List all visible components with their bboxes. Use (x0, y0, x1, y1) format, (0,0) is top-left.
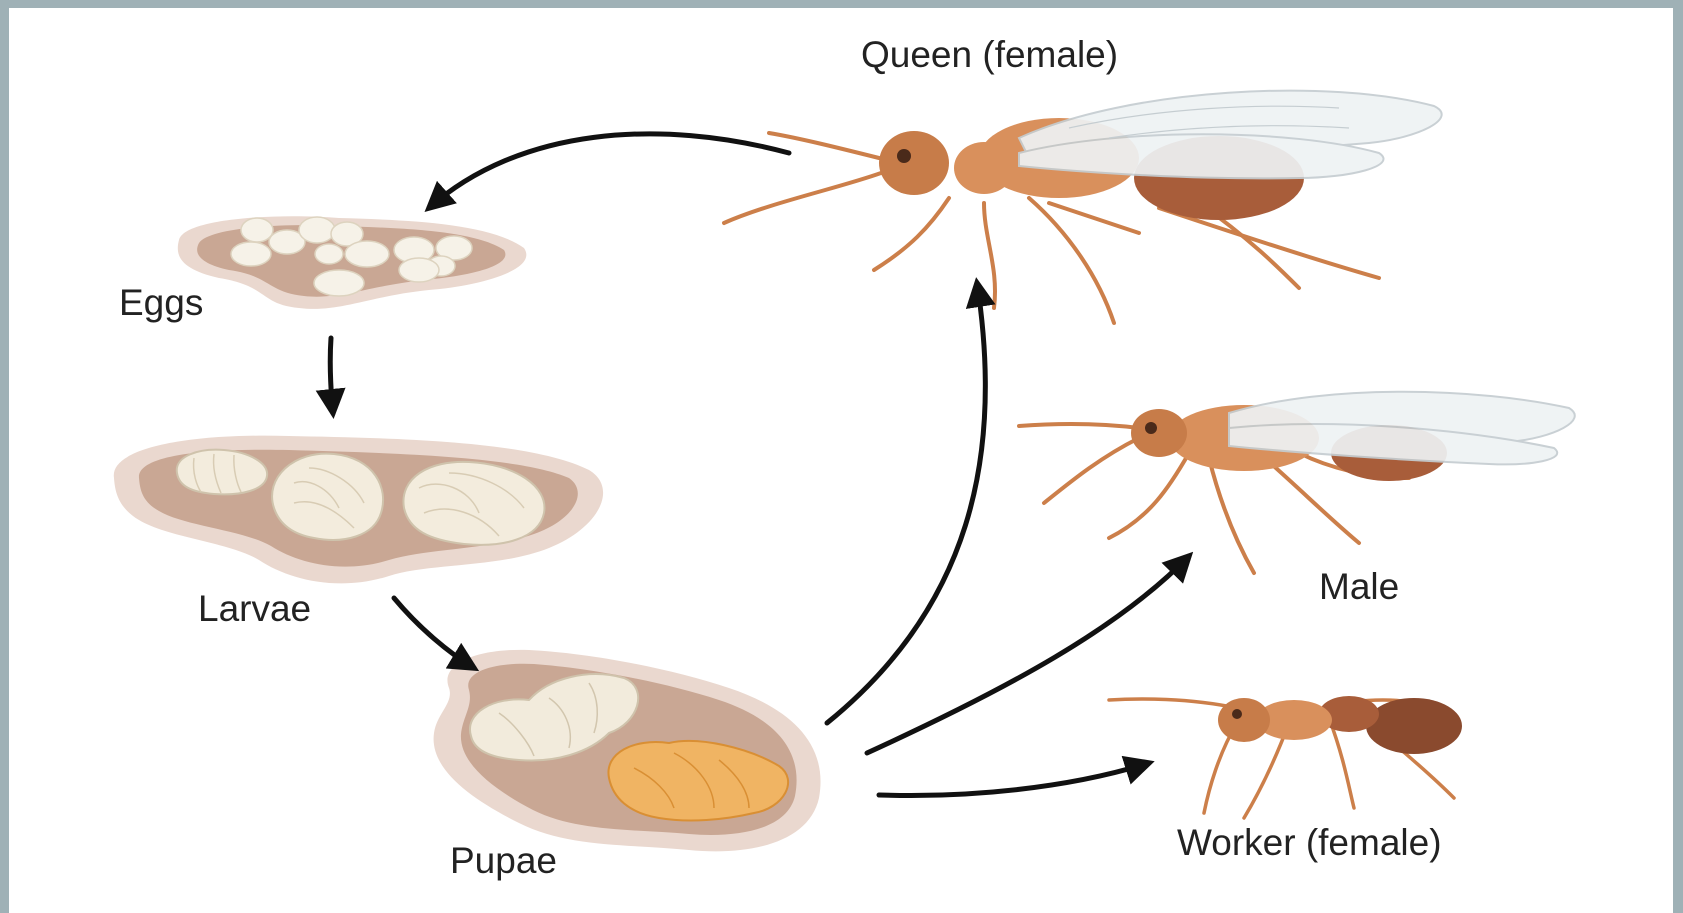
label-eggs: Eggs (119, 284, 203, 321)
arrow-queen-to-eggs (429, 134, 789, 208)
arrow-pupae-to-queen (827, 283, 985, 723)
arrow-larvae-to-pupae (394, 598, 474, 668)
label-pupae: Pupae (450, 842, 557, 879)
arrow-pupae-to-worker (879, 763, 1149, 796)
label-queen: Queen (female) (861, 36, 1118, 73)
male-ant-icon (1019, 392, 1575, 573)
larvae-icon (114, 436, 603, 584)
diagram-frame: Queen (female) Eggs Larvae Pupae Male Wo… (9, 8, 1673, 913)
pupae-icon (434, 650, 821, 852)
label-male: Male (1319, 568, 1399, 605)
label-worker: Worker (female) (1177, 824, 1442, 861)
worker-ant-icon (1109, 696, 1462, 818)
arrow-pupae-to-male (867, 556, 1189, 753)
queen-ant-icon (724, 91, 1442, 323)
arrow-eggs-to-larvae (330, 338, 333, 413)
label-larvae: Larvae (198, 590, 311, 627)
ant-life-cycle-diagram (9, 8, 1673, 913)
egg-cluster-icon (178, 216, 527, 309)
